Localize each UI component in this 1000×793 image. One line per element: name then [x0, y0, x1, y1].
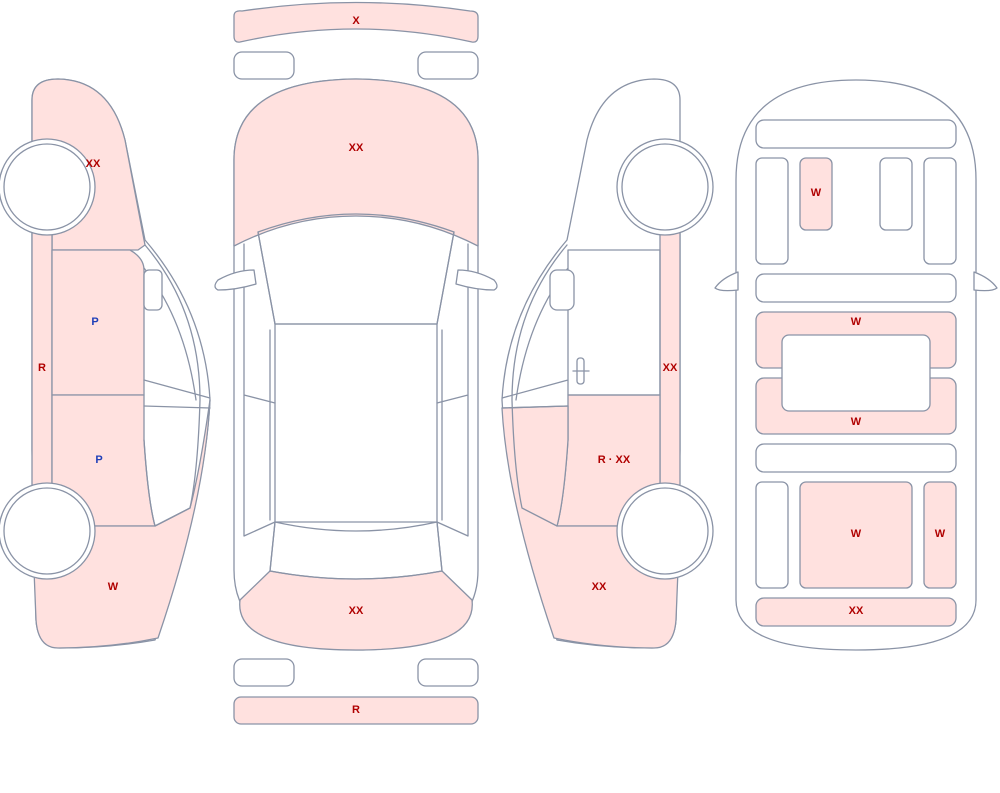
third-seat-row[interactable] [755, 443, 957, 473]
center-table[interactable] [781, 334, 931, 412]
right-side-view [501, 78, 714, 649]
code-interior-rear-row: W [851, 416, 862, 428]
right-quarter-panel[interactable] [501, 405, 681, 649]
right-rear-tire [621, 487, 709, 575]
code-tailgate: XX [349, 605, 364, 617]
damage-codes: X XX XX R XX P P R W XX R · XX XX W W W … [38, 15, 946, 716]
rear-light-right[interactable] [417, 51, 479, 80]
code-right-rocker: XX [663, 362, 678, 374]
rear-bumper-panel[interactable] [233, 1, 479, 43]
left-rocker-panel[interactable] [31, 229, 53, 521]
front-right-seat-trim[interactable] [879, 157, 913, 231]
rear-left-door-trim[interactable] [755, 481, 789, 589]
code-left-quarter: W [108, 581, 119, 593]
code-right-quarter: XX [592, 581, 607, 593]
code-interior-console: W [811, 187, 822, 199]
code-left-rocker: R [38, 362, 46, 374]
top-view [214, 1, 498, 725]
left-quarter-panel[interactable] [31, 399, 211, 649]
right-rocker-panel[interactable] [659, 229, 681, 521]
front-light-right[interactable] [417, 658, 479, 687]
hood-panel[interactable] [233, 78, 479, 247]
left-front-tire [3, 143, 91, 231]
rear-light-left[interactable] [233, 51, 295, 80]
front-right-door-trim[interactable] [923, 157, 957, 265]
dashboard[interactable] [755, 119, 957, 149]
code-rear-bumper: X [352, 15, 360, 27]
code-right-rear-door: R · XX [598, 454, 631, 466]
interior-mirror-left[interactable] [714, 271, 739, 292]
code-interior-cargo: XX [849, 605, 864, 617]
right-mirror[interactable] [549, 269, 575, 311]
front-left-door-trim[interactable] [755, 157, 789, 265]
right-side-pillars [436, 231, 469, 572]
cargo-area-panel[interactable] [755, 597, 957, 627]
code-hood: XX [349, 142, 364, 154]
rear-right-door-trim[interactable] [923, 481, 957, 589]
interior-mirror-right[interactable] [973, 271, 998, 292]
left-side-view [0, 78, 211, 649]
code-left-fender: XX [86, 158, 101, 170]
code-front-bumper: R [352, 704, 360, 716]
code-left-rear-door: P [95, 454, 102, 466]
mirror-right-top[interactable] [455, 269, 498, 291]
front-seat-row[interactable] [755, 273, 957, 303]
roof-panel [274, 323, 438, 523]
left-windows [143, 244, 211, 527]
right-front-tire [621, 143, 709, 231]
rear-center-panel[interactable] [799, 481, 913, 589]
left-mirror[interactable] [143, 269, 163, 311]
center-console-panel[interactable] [799, 157, 833, 231]
front-bumper-panel[interactable] [233, 696, 479, 725]
code-interior-third-center: W [851, 528, 862, 540]
code-interior-third-right: W [935, 528, 946, 540]
front-light-left[interactable] [233, 658, 295, 687]
left-rear-tire [3, 487, 91, 575]
mirror-left-top[interactable] [214, 269, 257, 291]
left-front-door-panel[interactable] [51, 249, 145, 396]
interior-view [714, 79, 998, 651]
left-side-pillars [243, 231, 276, 572]
code-left-front-door: P [91, 316, 98, 328]
code-interior-front-row: W [851, 316, 862, 328]
right-windows [501, 244, 661, 527]
